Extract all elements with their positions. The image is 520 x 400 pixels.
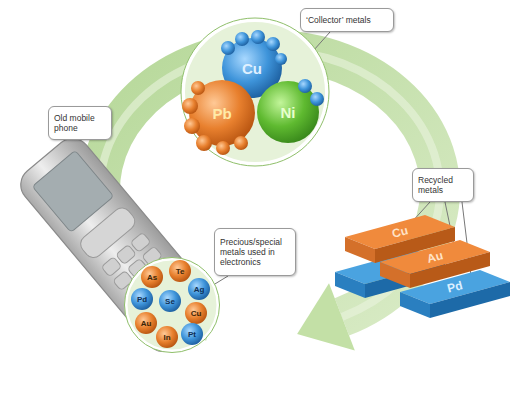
metal-ball: In: [156, 326, 178, 348]
metal-ball: Pt: [181, 323, 203, 345]
phone-key: [130, 232, 151, 252]
precious-circle: [126, 259, 218, 351]
small-ball: [184, 118, 200, 134]
ingot-front: [335, 272, 365, 298]
collector-circle: [183, 20, 327, 164]
small-ball: [235, 32, 249, 46]
metal-ball: Se: [159, 290, 181, 312]
phone-key: [101, 257, 122, 277]
metal-symbol: Pb: [212, 105, 231, 122]
metal-ball: Cu: [185, 302, 207, 324]
metal-symbol: Cu: [191, 309, 202, 318]
cycle-arrow-head: [297, 283, 355, 350]
metal-ball: Ag: [188, 278, 210, 300]
ball-fill: [257, 81, 319, 143]
ingot-front: [345, 237, 375, 263]
metal-symbol: In: [163, 333, 170, 342]
small-ball: [196, 135, 212, 151]
ball-fill: [189, 80, 255, 146]
mobile-phone: [13, 131, 222, 359]
small-ball: [251, 30, 265, 44]
metal-symbol: Ni: [281, 104, 296, 121]
small-ball: [191, 81, 205, 95]
metal-ball: Au: [135, 312, 157, 334]
phone-key: [116, 244, 137, 264]
metal-symbol: Se: [165, 297, 175, 306]
small-ball: [182, 98, 198, 114]
metal-symbol: Cu: [242, 60, 262, 77]
phone-screen: [32, 150, 113, 232]
callout-box: Recycled metals: [412, 168, 474, 202]
ingot-front: [380, 262, 410, 288]
ingot-side: [430, 282, 510, 318]
callout-text: Recycled metals: [418, 175, 468, 195]
small-ball: [266, 37, 280, 51]
collector-circle-rim: [181, 18, 329, 166]
small-ball: [221, 41, 235, 55]
ball-fill: [141, 266, 163, 288]
callout-text: Precious/special metals used in electron…: [220, 237, 290, 267]
metal-ingot: Pd: [400, 270, 510, 320]
ball-fill: [156, 326, 178, 348]
callout-box: Old mobile phone: [48, 106, 112, 140]
metal-symbol: Ag: [194, 285, 205, 294]
ball-fill: [135, 312, 157, 334]
ingot-front: [400, 292, 430, 318]
ball-fill: [131, 288, 153, 310]
metal-ball: As: [141, 266, 163, 288]
metal-symbol: Pt: [188, 330, 196, 339]
ball-fill: [188, 278, 210, 300]
small-ball: [234, 136, 248, 150]
ball-fill: [159, 290, 181, 312]
small-ball: [275, 53, 287, 65]
metal-symbol: As: [147, 273, 157, 282]
metal-ball: Ni: [257, 81, 319, 143]
metal-ball: Pd: [131, 288, 153, 310]
callout-text: ‘Collector’ metals: [306, 15, 371, 25]
metal-ball: Te: [169, 260, 191, 282]
metal-symbol: Pd: [137, 295, 147, 304]
small-ball: [310, 92, 324, 106]
callout-text: Old mobile phone: [54, 113, 106, 133]
ball-fill: [185, 302, 207, 324]
phone-body: [13, 131, 222, 359]
precious-circle-rim: [125, 258, 220, 353]
callout-box: ‘Collector’ metals: [300, 8, 394, 32]
small-ball: [298, 79, 312, 93]
ball-fill: [181, 323, 203, 345]
small-ball: [216, 141, 230, 155]
ball-fill: [169, 260, 191, 282]
callout-box: Precious/special metals used in electron…: [214, 228, 296, 276]
metal-symbol: Te: [176, 267, 185, 276]
metal-ball: Pb: [189, 80, 255, 146]
metal-symbol: Au: [141, 319, 152, 328]
